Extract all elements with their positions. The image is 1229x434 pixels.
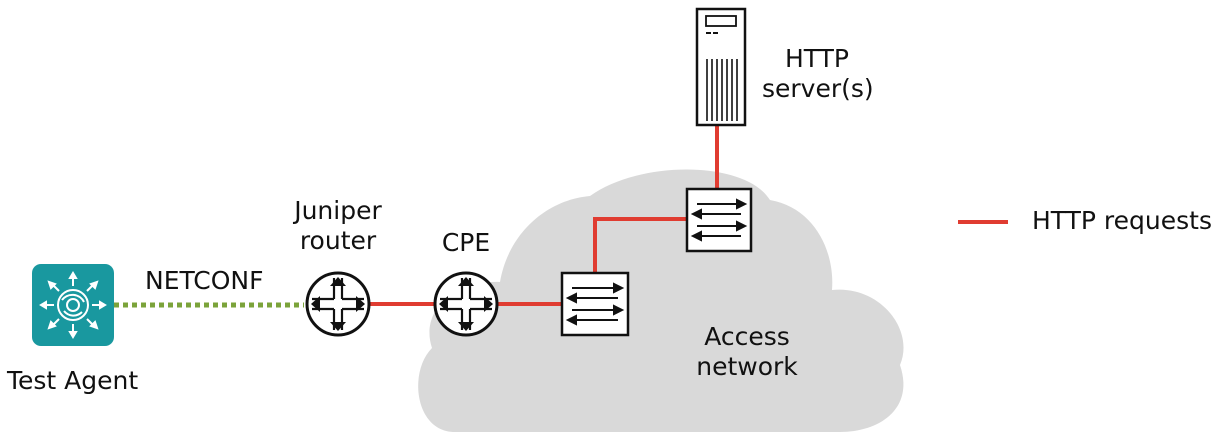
http-server-label: HTTP server(s) [762, 44, 874, 104]
http-server-label-line1: HTTP [785, 44, 849, 73]
http-server-icon [695, 7, 747, 127]
test-agent-label: Test Agent [7, 366, 139, 395]
http-links [370, 125, 719, 306]
juniper-router-label: Juniper router [278, 196, 398, 256]
access-network-label-line2: network [696, 352, 798, 381]
aggregation-switch-icon [685, 187, 753, 253]
juniper-router-label-line2: router [299, 226, 377, 255]
juniper-router-icon [305, 271, 371, 337]
access-switch-icon [560, 271, 630, 337]
legend-http-requests-label: HTTP requests [1032, 206, 1212, 235]
access-network-label: Access network [682, 322, 812, 382]
juniper-router-label-line1: Juniper [294, 196, 382, 225]
http-server-label-line2: server(s) [762, 74, 874, 103]
cpe-router-icon [433, 271, 499, 337]
test-agent-icon [32, 264, 114, 346]
link-switch-switch [593, 217, 687, 273]
access-network-cloud [418, 169, 904, 432]
netconf-label: NETCONF [145, 266, 264, 295]
access-network-label-line1: Access [704, 322, 790, 351]
cpe-label: CPE [441, 228, 491, 257]
